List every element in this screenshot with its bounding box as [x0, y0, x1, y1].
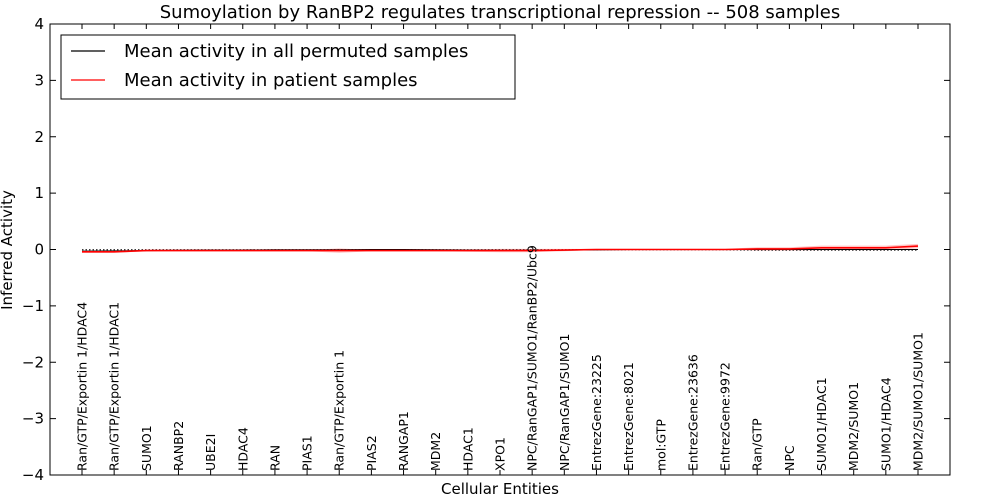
- y-tick-label: 1: [34, 184, 44, 202]
- x-tick-label: Ran/GTP: [750, 418, 765, 471]
- x-tick-label: NPC/RanGAP1/SUMO1: [557, 334, 572, 471]
- x-tick-label: RANBP2: [171, 421, 186, 471]
- x-tick-label: MDM2: [428, 432, 443, 471]
- y-tick-label: 0: [34, 241, 44, 259]
- x-tick-label: PIAS1: [300, 435, 315, 471]
- x-tick-label: Ran/GTP/Exportin 1/HDAC4: [75, 302, 90, 471]
- chart-title: Sumoylation by RanBP2 regulates transcri…: [160, 2, 841, 23]
- x-tick-label: EntrezGene:9972: [718, 362, 733, 471]
- y-tick-label: 2: [34, 128, 44, 146]
- x-tick-label: EntrezGene:23225: [589, 354, 604, 471]
- x-tick-label: Ran/GTP/Exportin 1: [332, 350, 347, 471]
- legend-label-permuted: Mean activity in all permuted samples: [124, 41, 468, 62]
- x-tick-label: mol:GTP: [653, 419, 668, 471]
- x-tick-label: SUMO1: [139, 425, 154, 471]
- x-tick-label: XPO1: [493, 437, 508, 471]
- x-tick-label: NPC/RanGAP1/SUMO1/RanBP2/Ubc9: [525, 245, 540, 471]
- y-tick-label: −4: [22, 466, 44, 484]
- legend-label-patient: Mean activity in patient samples: [124, 70, 418, 91]
- x-tick-label: Ran/GTP/Exportin 1/HDAC1: [107, 302, 122, 471]
- legend-box: [60, 34, 516, 100]
- y-axis-ticks: −4 −3 −2 −1 0 1 2 3 4: [22, 15, 950, 484]
- plot-area: [81, 243, 919, 253]
- x-tick-label: HDAC1: [460, 427, 475, 471]
- y-tick-label: −3: [22, 410, 44, 428]
- x-tick-label: MDM2/SUMO1: [846, 382, 861, 471]
- x-tick-label: SUMO1/HDAC4: [878, 377, 893, 471]
- x-tick-label: EntrezGene:23636: [685, 354, 700, 471]
- y-tick-label: −2: [22, 353, 44, 371]
- series-line-patient: [82, 245, 919, 253]
- x-tick-label: RAN: [267, 445, 282, 471]
- y-tick-label: −1: [22, 297, 44, 315]
- x-tick-label: EntrezGene:8021: [621, 362, 636, 471]
- x-axis-label: Cellular Entities: [441, 480, 559, 498]
- x-tick-label: HDAC4: [235, 427, 250, 471]
- y-tick-label: 3: [34, 71, 44, 89]
- x-tick-label: PIAS2: [364, 435, 379, 471]
- x-axis-ticks: Ran/GTP/Exportin 1/HDAC4 Ran/GTP/Exportin…: [75, 24, 926, 475]
- y-axis-label: Inferred Activity: [0, 190, 16, 310]
- y-tick-label: 4: [34, 15, 44, 33]
- x-tick-label: RANGAP1: [396, 411, 411, 471]
- x-tick-label: SUMO1/HDAC1: [814, 377, 829, 471]
- x-tick-label: UBE2I: [203, 434, 218, 471]
- x-tick-label: MDM2/SUMO1/SUMO1: [911, 332, 926, 471]
- legend: Mean activity in all permuted samples Me…: [60, 34, 516, 100]
- x-tick-label: NPC: [782, 445, 797, 471]
